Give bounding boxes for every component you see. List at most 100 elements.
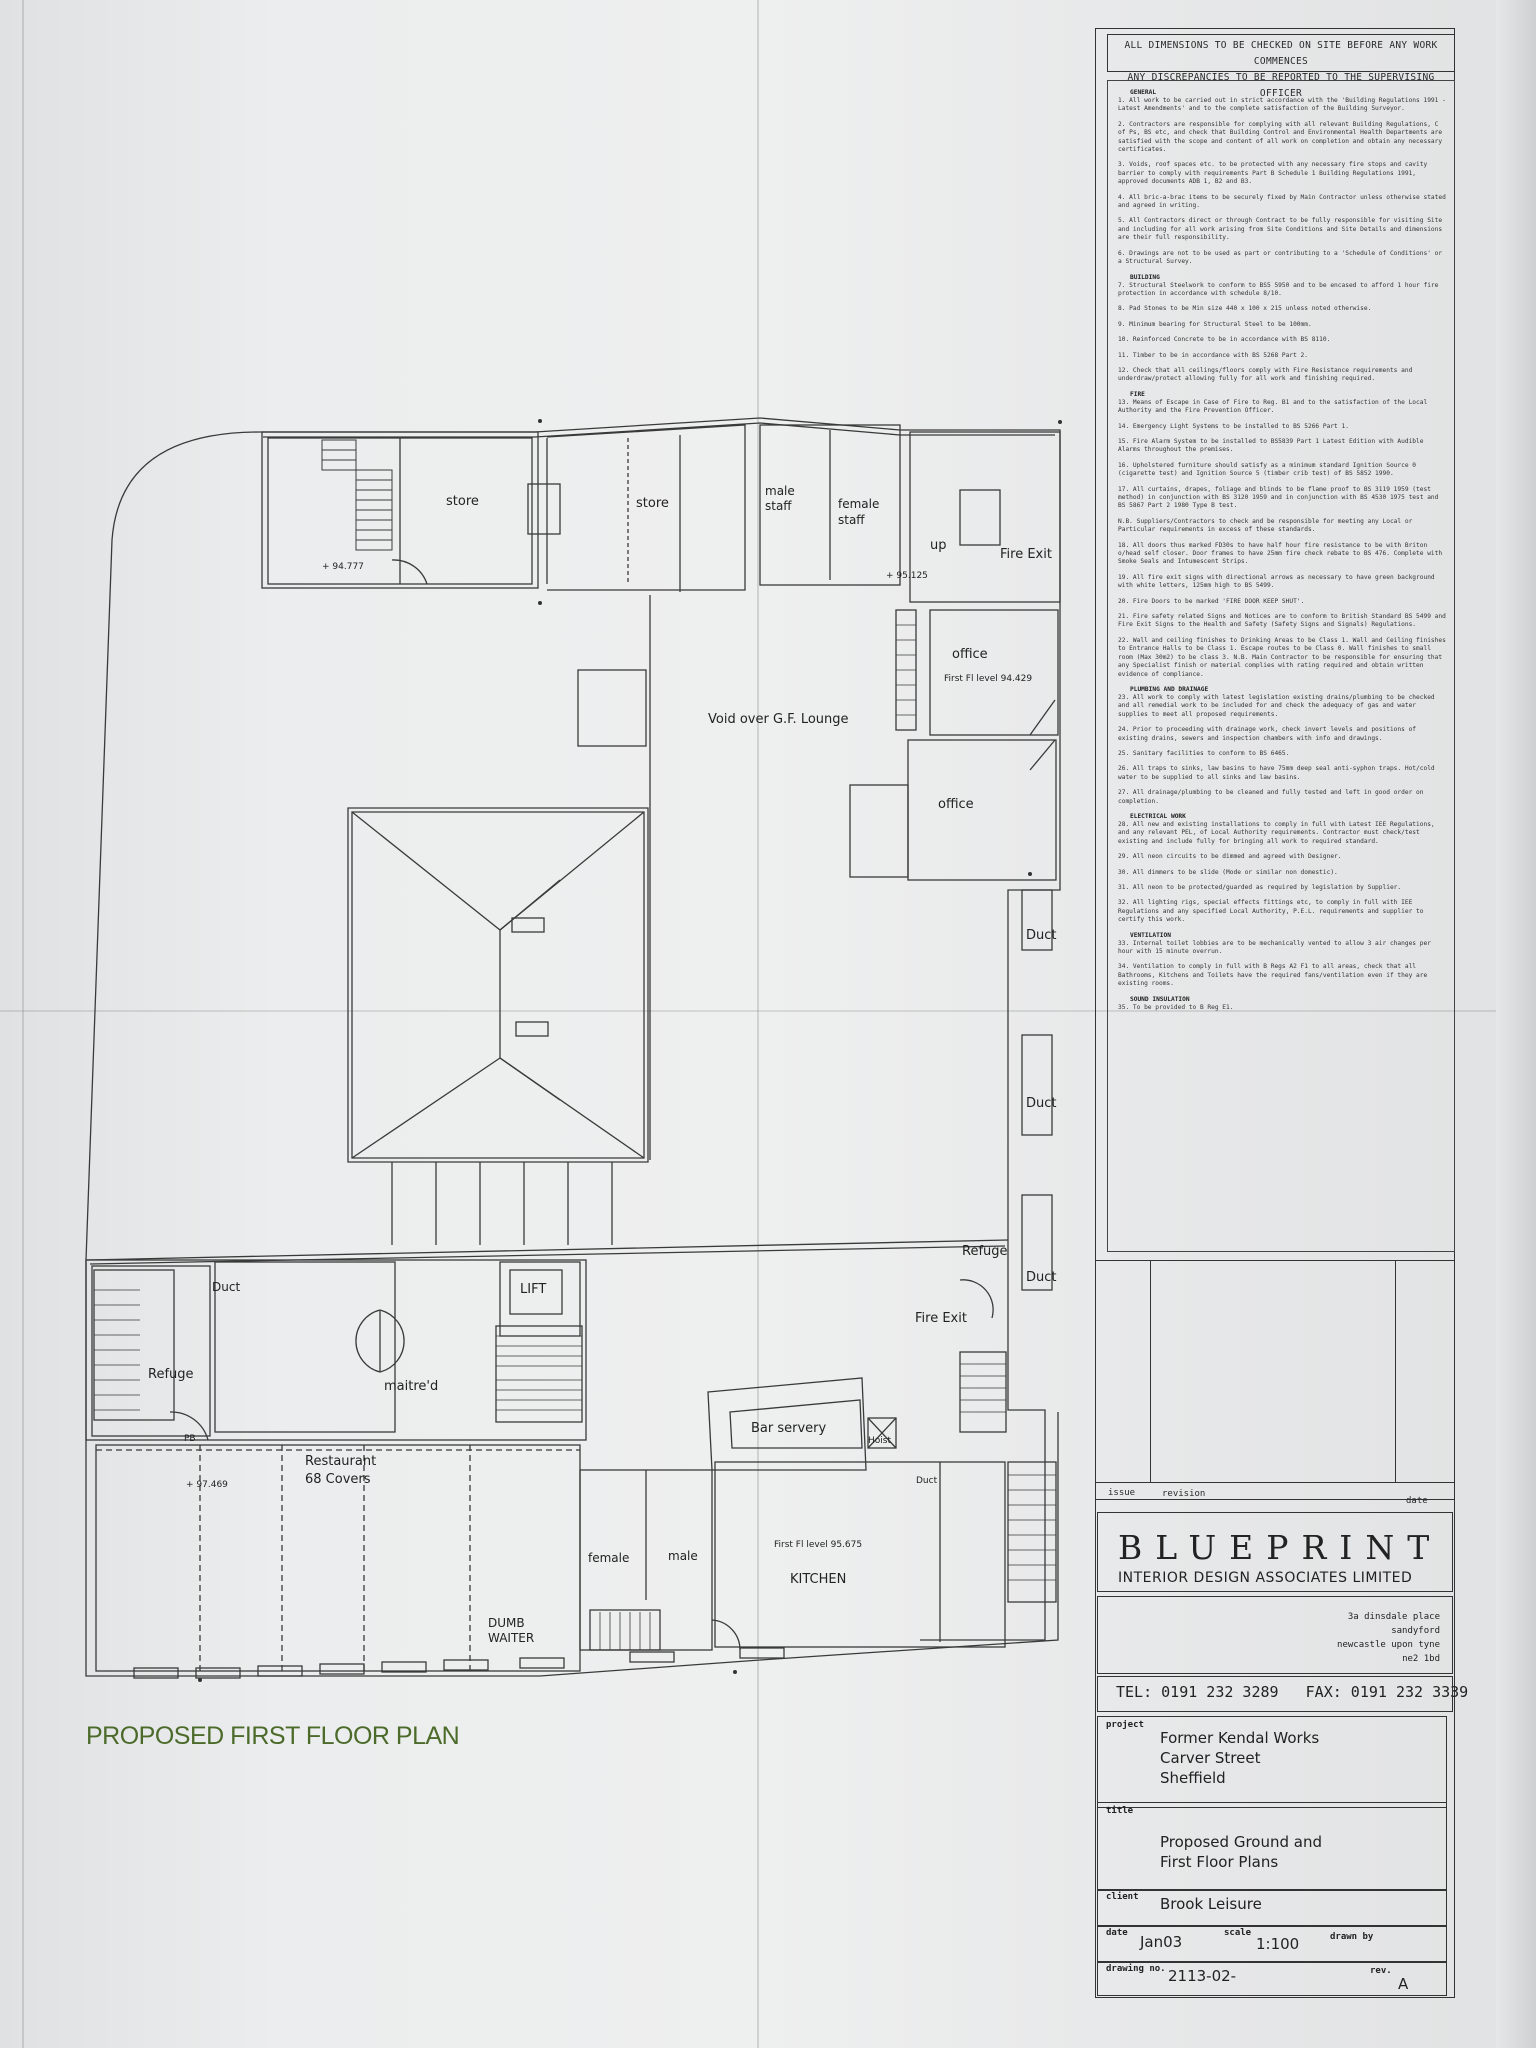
note-item: 25. Sanitary facilities to conform to BS… xyxy=(1118,749,1290,757)
refuge-label: Refuge xyxy=(962,1244,1008,1259)
company-subtitle: INTERIOR DESIGN ASSOCIATES LIMITED xyxy=(1118,1570,1413,1586)
drawing-number-box xyxy=(1097,1962,1447,1996)
note-item: 9. Minimum bearing for Structural Steel … xyxy=(1118,320,1312,328)
contact-line: TEL: 0191 232 3289 FAX: 0191 232 3339 xyxy=(1116,1683,1468,1701)
note-item: 18. All doors thus marked FD30s to have … xyxy=(1118,541,1443,566)
drawing-title-box xyxy=(1097,1802,1447,1890)
note-item: 8. Pad Stones to be Min size 440 x 100 x… xyxy=(1118,305,1372,313)
duct-label: Duct xyxy=(212,1280,241,1294)
note-item: 1. All work to be carried out in strict … xyxy=(1118,97,1446,113)
drawn-by-label: drawn by xyxy=(1330,1932,1374,1942)
level-marker: + 95.125 xyxy=(886,571,928,581)
pb-label: PB xyxy=(184,1434,196,1444)
room-label-restaurant: Restaurant xyxy=(305,1454,377,1469)
note-item: 12. Check that all ceilings/floors compl… xyxy=(1118,366,1413,383)
room-label-fire-exit: Fire Exit xyxy=(1000,547,1052,562)
address-line: sandyford xyxy=(1391,1626,1440,1636)
notes-section-heading: SOUND INSULATION xyxy=(1130,995,1190,1003)
room-label-kitchen: KITCHEN xyxy=(790,1572,847,1587)
paper-fold xyxy=(0,1010,1536,1012)
note-item: 5. All Contractors direct or through Con… xyxy=(1118,217,1443,242)
note-item: 4. All bric-a-brac items to be securely … xyxy=(1118,193,1446,210)
duct-label: Duct xyxy=(1026,1270,1057,1285)
paper-fold xyxy=(757,0,759,2048)
room-label-female-staff: female staff xyxy=(838,497,880,527)
dumb-waiter-label: DUMB WAITER xyxy=(488,1616,535,1645)
drawing-number-value: 2113-02- xyxy=(1168,1967,1237,1985)
note-item: 7. Structural Steelwork to conform to BS… xyxy=(1118,281,1439,297)
client-box xyxy=(1097,1890,1447,1926)
notes-section-heading: ELECTRICAL WORK xyxy=(1130,812,1186,820)
sheet-edge-shadow xyxy=(1496,0,1536,2048)
scale-value: 1:100 xyxy=(1256,1935,1300,1953)
duct-label: Duct xyxy=(1026,1096,1057,1111)
notes-section-heading: BUILDING xyxy=(1130,273,1160,281)
revision-issue-label: issue xyxy=(1108,1488,1136,1498)
room-label-maitred: maitre'd xyxy=(384,1379,439,1394)
project-label: project xyxy=(1106,1720,1144,1730)
room-label-store: store xyxy=(636,496,669,511)
note-item: 22. Wall and ceiling finishes to Drinkin… xyxy=(1118,636,1446,678)
note-item: 24. Prior to proceeding with drainage wo… xyxy=(1118,726,1417,742)
address-box xyxy=(1097,1596,1453,1674)
project-line: Carver Street xyxy=(1160,1749,1261,1767)
drawing-number-label: drawing no. xyxy=(1106,1964,1166,1974)
note-item: 20. Fire Doors to be marked 'FIRE DOOR K… xyxy=(1118,597,1305,605)
area-label-void: Void over G.F. Lounge xyxy=(708,712,849,727)
note-item: 31. All neon to be protected/guarded as … xyxy=(1118,884,1402,891)
note-item: 35. To be provided to B Reg E1. xyxy=(1118,1003,1234,1011)
date-label: date xyxy=(1106,1928,1128,1938)
company-box xyxy=(1097,1512,1453,1592)
note-item: 23. All work to comply with latest legis… xyxy=(1118,693,1435,718)
revision-revision-label: revision xyxy=(1162,1489,1206,1499)
level-marker: + 97.469 xyxy=(186,1480,228,1490)
client-value: Brook Leisure xyxy=(1160,1895,1262,1913)
duct-label: Duct xyxy=(916,1476,938,1486)
room-label-fire-exit: Fire Exit xyxy=(915,1311,967,1326)
revision-divider xyxy=(1150,1260,1151,1482)
note-item: 28. All new and existing installations t… xyxy=(1118,820,1435,845)
date-scale-box xyxy=(1097,1926,1447,1962)
company-logo: BLUEPRINT xyxy=(1118,1528,1443,1567)
duct-label: Duct xyxy=(1026,928,1057,943)
note-item: N.B. Suppliers/Contractors to check and … xyxy=(1118,517,1413,534)
drawing-title-line: Proposed Ground and xyxy=(1160,1833,1322,1851)
address-line: newcastle upon tyne xyxy=(1337,1640,1440,1650)
telephone: TEL: 0191 232 3289 xyxy=(1116,1683,1279,1701)
project-line: Sheffield xyxy=(1160,1769,1226,1787)
stair-label-up: up xyxy=(930,538,947,553)
client-label: client xyxy=(1106,1892,1139,1902)
note-item: 14. Emergency Light Systems to be instal… xyxy=(1118,422,1349,430)
note-item: 19. All fire exit signs with directional… xyxy=(1118,573,1435,590)
floor-level-label: First Fl level 95.675 xyxy=(774,1540,863,1550)
title-block-header: ALL DIMENSIONS TO BE CHECKED ON SITE BEF… xyxy=(1107,34,1455,99)
note-item: 6. Drawings are not to be used as part o… xyxy=(1118,249,1443,266)
project-box xyxy=(1097,1716,1447,1808)
note-item: 10. Reinforced Concrete to be in accorda… xyxy=(1118,336,1331,344)
date-value: Jan03 xyxy=(1140,1933,1183,1951)
revision-value: A xyxy=(1398,1975,1409,1993)
fax: FAX: 0191 232 3339 xyxy=(1305,1683,1469,1701)
note-item: 33. Internal toilet lobbies are to be me… xyxy=(1118,939,1431,956)
revision-divider xyxy=(1095,1482,1455,1483)
title-label: title xyxy=(1106,1806,1134,1816)
note-item: 2. Contractors are responsible for compl… xyxy=(1118,120,1443,154)
note-item: 26. All traps to sinks, law basins to ha… xyxy=(1118,765,1435,781)
room-label-female-wc: female xyxy=(588,1551,630,1565)
notes-section-heading: VENTILATION xyxy=(1130,931,1171,939)
revision-label: rev. xyxy=(1370,1966,1392,1976)
revision-divider xyxy=(1395,1260,1396,1482)
notes-section-heading: GENERAL xyxy=(1130,89,1157,96)
address-line: ne2 1bd xyxy=(1402,1654,1440,1664)
level-marker: + 94.777 xyxy=(322,562,364,572)
notes-section-heading: PLUMBING AND DRAINAGE xyxy=(1130,685,1209,693)
note-item: 21. Fire safety related Signs and Notice… xyxy=(1118,613,1446,629)
room-label-covers: 68 Covers xyxy=(305,1472,371,1487)
floor-level-label: First Fl level 94.429 xyxy=(944,674,1033,684)
note-item: 15. Fire Alarm System to be installed to… xyxy=(1118,437,1424,454)
drawing-title-line: First Floor Plans xyxy=(1160,1853,1279,1871)
note-item: 32. All lighting rigs, special effects f… xyxy=(1118,899,1424,924)
note-item: 30. All dimmers to be slide (Mode or sim… xyxy=(1118,868,1338,876)
